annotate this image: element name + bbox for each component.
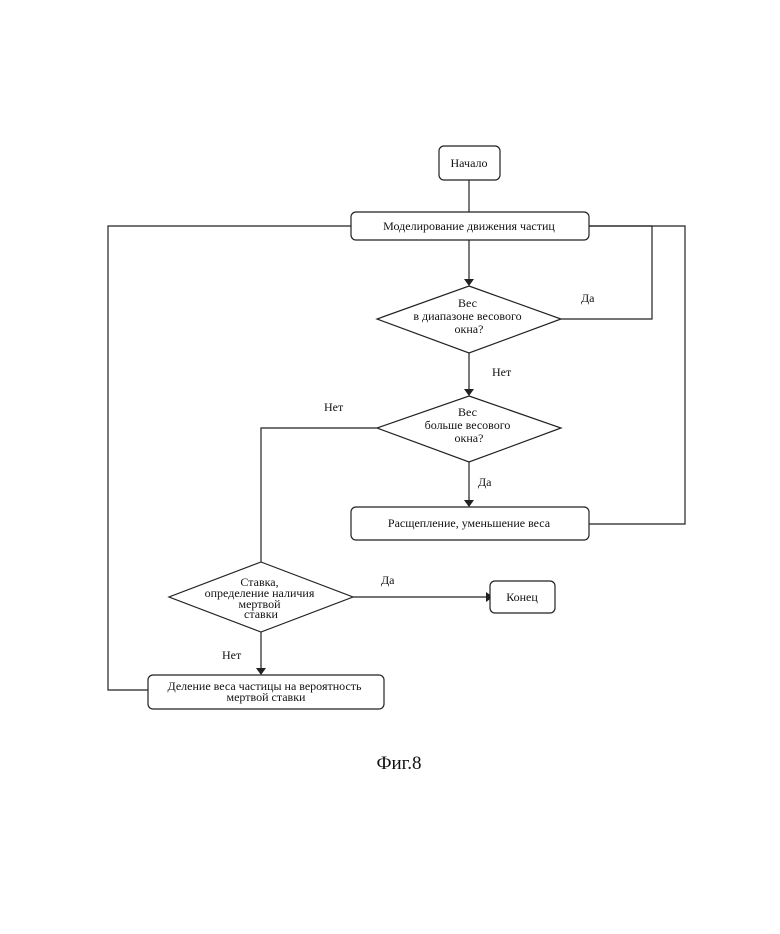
above-window-yes-label: Да	[478, 475, 492, 489]
arrowhead	[464, 279, 474, 286]
edge-above-window-no	[261, 428, 377, 562]
figure-caption: Фиг.8	[376, 753, 421, 774]
in-window-yes-label: Да	[581, 291, 595, 305]
in-window-no-label: Нет	[492, 365, 512, 379]
simulate-label: Моделирование движения частиц	[383, 219, 555, 233]
roulette-no-label: Нет	[222, 648, 242, 662]
above-window-no-label: Нет	[324, 400, 344, 414]
split-label: Расщепление, уменьшение веса	[388, 516, 551, 530]
arrowhead	[256, 668, 266, 675]
roulette-yes-label: Да	[381, 573, 395, 587]
edge-split-loop	[589, 226, 685, 524]
start-label: Начало	[451, 156, 488, 170]
end-label: Конец	[506, 590, 538, 604]
arrowhead	[464, 500, 474, 507]
arrowhead	[464, 389, 474, 396]
